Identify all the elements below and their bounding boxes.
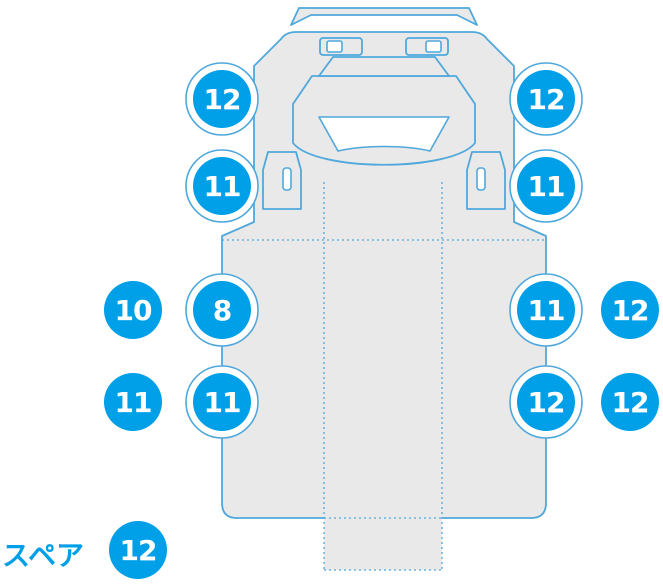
tread-value-rear1-right-inner: 11 bbox=[517, 281, 575, 339]
roof-hatch-left-window bbox=[326, 40, 343, 53]
front-bumper bbox=[290, 7, 478, 26]
windshield bbox=[318, 116, 450, 152]
tread-value-second-left: 11 bbox=[193, 157, 251, 215]
side-step-left bbox=[262, 151, 302, 210]
tread-value-rear2-right-outer: 12 bbox=[601, 373, 659, 431]
chassis-frame bbox=[324, 160, 442, 570]
side-step-left-slot bbox=[282, 167, 292, 191]
tread-value-rear2-left-outer: 11 bbox=[104, 373, 162, 431]
tread-value-rear2-left-inner: 11 bbox=[193, 373, 251, 431]
hood-panel bbox=[318, 56, 450, 77]
tread-value-rear1-left-inner: 8 bbox=[193, 281, 251, 339]
tread-value-rear1-left-outer: 10 bbox=[104, 281, 162, 339]
tread-value-rear2-right-inner: 12 bbox=[517, 373, 575, 431]
tread-value-front-left: 12 bbox=[193, 70, 251, 128]
tread-value-front-right: 12 bbox=[517, 70, 575, 128]
roof-hatch-right-window bbox=[425, 40, 442, 53]
side-step-right-slot bbox=[476, 167, 486, 191]
spare-label: スペア bbox=[2, 539, 85, 572]
side-step-right bbox=[466, 151, 506, 210]
tread-value-spare: 12 bbox=[109, 521, 167, 579]
tread-value-second-right: 11 bbox=[517, 157, 575, 215]
tread-value-rear1-right-outer: 12 bbox=[601, 281, 659, 339]
